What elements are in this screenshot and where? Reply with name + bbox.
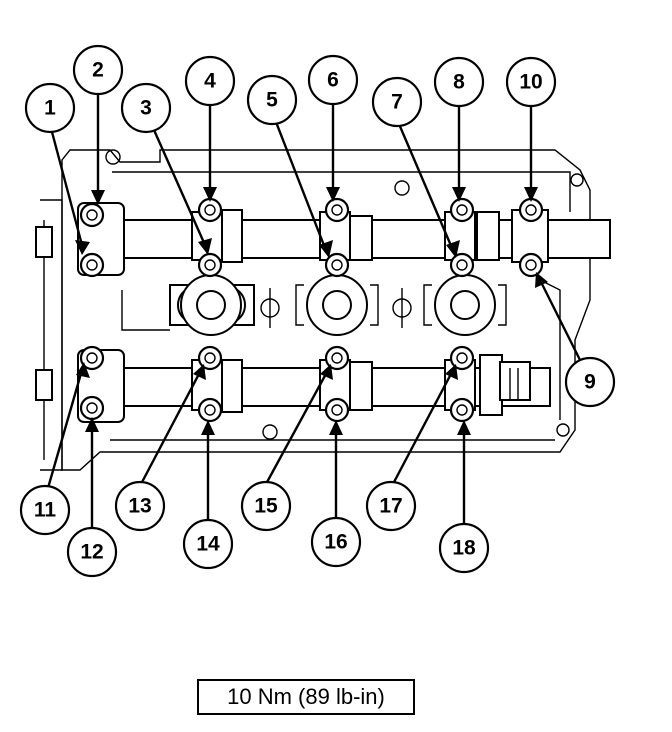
callout-2: 2 — [72, 44, 124, 96]
svg-text:1: 1 — [44, 97, 56, 120]
svg-text:18: 18 — [452, 537, 476, 560]
torque-spec-label: 10 Nm (89 lb-in) — [197, 679, 415, 715]
svg-text:12: 12 — [80, 541, 103, 564]
callout-4: 4 — [184, 55, 236, 107]
svg-text:2: 2 — [92, 59, 104, 82]
svg-text:13: 13 — [128, 495, 151, 518]
svg-text:3: 3 — [140, 97, 152, 120]
svg-text:7: 7 — [391, 91, 403, 114]
cylinder-head-outline — [35, 149, 591, 471]
bearing-cap-bolts — [79, 197, 544, 423]
callout-18: 18 — [438, 522, 490, 574]
spark-plug-towers — [169, 274, 507, 336]
callout-17: 17 — [365, 480, 417, 532]
svg-text:17: 17 — [379, 495, 402, 518]
callout-14: 14 — [182, 518, 234, 570]
callout-3: 3 — [120, 82, 172, 134]
svg-text:10: 10 — [519, 71, 542, 94]
callout-13: 13 — [114, 480, 166, 532]
callout-11: 11 — [19, 484, 71, 536]
svg-text:15: 15 — [254, 495, 278, 518]
svg-text:14: 14 — [196, 533, 220, 556]
svg-text:5: 5 — [266, 89, 278, 112]
svg-text:8: 8 — [453, 71, 465, 94]
callout-7: 7 — [371, 76, 423, 128]
leader-lines — [46, 92, 587, 528]
svg-text:9: 9 — [584, 371, 596, 394]
svg-text:6: 6 — [327, 69, 339, 92]
callout-10: 10 — [505, 56, 557, 108]
callout-1: 1 — [24, 82, 76, 134]
lower-camshaft — [77, 349, 551, 423]
arrowheads — [75, 187, 548, 435]
callout-8: 8 — [433, 56, 485, 108]
callout-6: 6 — [307, 54, 359, 106]
svg-text:4: 4 — [204, 70, 216, 93]
callout-16: 16 — [310, 516, 362, 568]
svg-text:16: 16 — [324, 531, 347, 554]
callout-15: 15 — [240, 480, 292, 532]
callout-9: 9 — [564, 356, 616, 408]
callout-12: 12 — [66, 526, 118, 578]
callout-5: 5 — [246, 74, 298, 126]
svg-text:11: 11 — [34, 499, 57, 522]
